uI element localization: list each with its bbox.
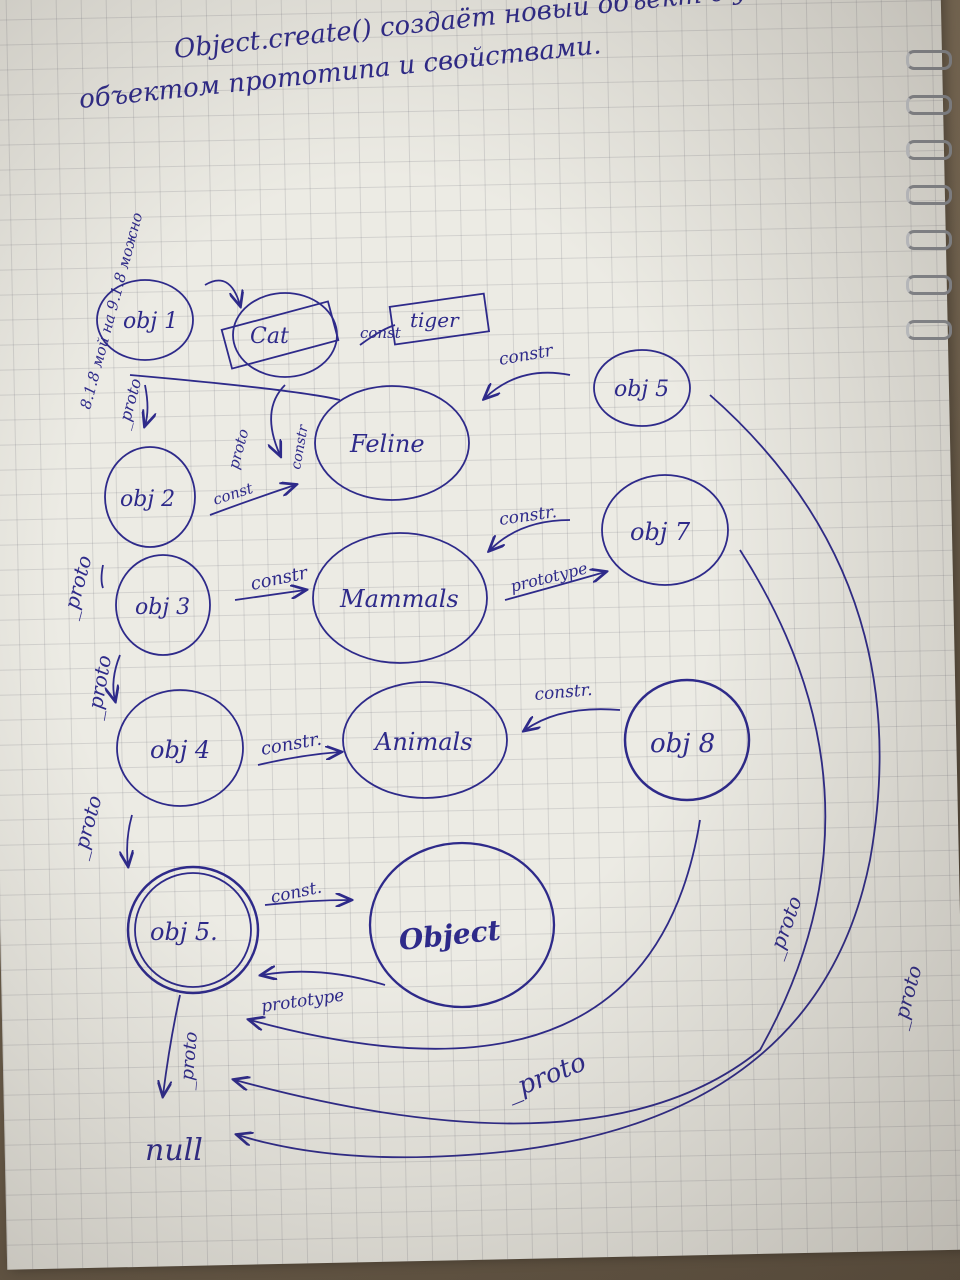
arrow-obj2-feline bbox=[209, 485, 295, 516]
label-const-cat: const bbox=[360, 324, 402, 342]
node-feline-label: Feline bbox=[349, 430, 425, 458]
node-obj2-label: obj 2 bbox=[120, 487, 175, 512]
cat-box bbox=[220, 300, 340, 370]
proto-arc-obj7 bbox=[235, 549, 827, 1125]
arrow-obj5-null bbox=[163, 994, 181, 1095]
arrow-obj8-animals bbox=[525, 708, 621, 730]
label-prototype-object: prototype bbox=[260, 985, 346, 1016]
spiral-ring bbox=[906, 185, 952, 205]
label-prototype-obj7: prototype bbox=[508, 558, 589, 595]
node-obj3-label: obj 3 bbox=[135, 595, 190, 620]
arrow-obj5-feline bbox=[485, 371, 571, 398]
label-proto-obj5: _proto bbox=[176, 1031, 202, 1091]
label-constr-cat: constr bbox=[288, 423, 312, 471]
null-label: null bbox=[145, 1133, 203, 1168]
node-obj5-bottom-label: obj 5. bbox=[150, 918, 218, 946]
node-obj8 bbox=[623, 678, 751, 802]
node-obj7 bbox=[601, 474, 729, 586]
arrow-obj7-mammals bbox=[490, 519, 571, 550]
node-obj5-top bbox=[593, 349, 691, 427]
node-cat-label: Cat bbox=[250, 324, 289, 349]
node-obj3 bbox=[115, 554, 211, 656]
label-proto-obj2: _proto bbox=[57, 553, 97, 621]
arrow-cat-obj1 bbox=[204, 279, 240, 306]
spiral-ring bbox=[906, 95, 952, 115]
node-animals-label: Animals bbox=[373, 728, 473, 756]
label-proto-arc1: _proto bbox=[762, 893, 807, 962]
arrow-mammals-obj7 bbox=[504, 572, 605, 601]
node-tiger-label: tiger bbox=[410, 308, 460, 332]
arrow-object-obj5 bbox=[262, 972, 386, 986]
arrow-obj3-obj4 bbox=[113, 654, 121, 700]
arrow-obj1-obj2 bbox=[145, 384, 148, 425]
label-proto-arc3: _proto bbox=[887, 963, 927, 1031]
node-mammals-label: Mammals bbox=[339, 585, 459, 613]
spiral-ring bbox=[906, 140, 952, 160]
node-obj1-label: obj 1 bbox=[123, 309, 178, 334]
node-mammals bbox=[312, 532, 488, 664]
spiral-ring bbox=[906, 320, 952, 340]
node-obj5-bottom bbox=[126, 865, 260, 995]
line-obj1-feline bbox=[129, 374, 341, 401]
node-feline bbox=[314, 385, 470, 501]
spiral-ring bbox=[906, 275, 952, 295]
spiral-ring bbox=[906, 50, 952, 70]
arrow-const-tiger bbox=[359, 324, 396, 346]
arrow-obj4-obj5 bbox=[127, 814, 132, 865]
label-constr-obj5: constr bbox=[497, 341, 555, 370]
node-animals bbox=[342, 681, 508, 799]
node-object-label: Object bbox=[397, 913, 502, 956]
label-proto-obj4: _proto bbox=[67, 793, 107, 861]
arrow-obj4-animals bbox=[257, 752, 340, 766]
node-obj5-top-label: obj 5 bbox=[614, 377, 669, 402]
node-obj4 bbox=[116, 689, 244, 807]
label-constr-obj7: constr. bbox=[498, 502, 558, 530]
node-obj2 bbox=[104, 446, 196, 548]
arrow-cat-feline bbox=[271, 384, 286, 455]
proto-arc-obj8 bbox=[250, 819, 701, 1050]
proto-arc-obj5 bbox=[238, 394, 881, 1159]
label-constr-obj8: constr. bbox=[534, 680, 593, 705]
label-proto-obj1: _proto bbox=[114, 376, 146, 431]
label-proto-obj3: _proto bbox=[81, 653, 116, 721]
label-const-obj5: const. bbox=[269, 878, 324, 908]
arrow-obj3-mammals bbox=[234, 590, 305, 601]
node-obj1 bbox=[96, 279, 194, 361]
node-obj5-bottom-inner bbox=[134, 872, 252, 988]
node-obj4-label: obj 4 bbox=[150, 736, 210, 764]
spiral-ring bbox=[906, 230, 952, 250]
arrow-obj5-object bbox=[264, 900, 350, 905]
node-object bbox=[368, 841, 556, 1009]
node-obj8-label: obj 8 bbox=[650, 729, 715, 759]
node-obj7-label: obj 7 bbox=[630, 518, 691, 546]
arrow-obj2-obj3 bbox=[100, 564, 104, 589]
label-constr-obj2: const bbox=[211, 479, 256, 509]
label-proto-cat: proto bbox=[224, 427, 252, 471]
label-proto-arc2: _proto bbox=[501, 1047, 590, 1106]
